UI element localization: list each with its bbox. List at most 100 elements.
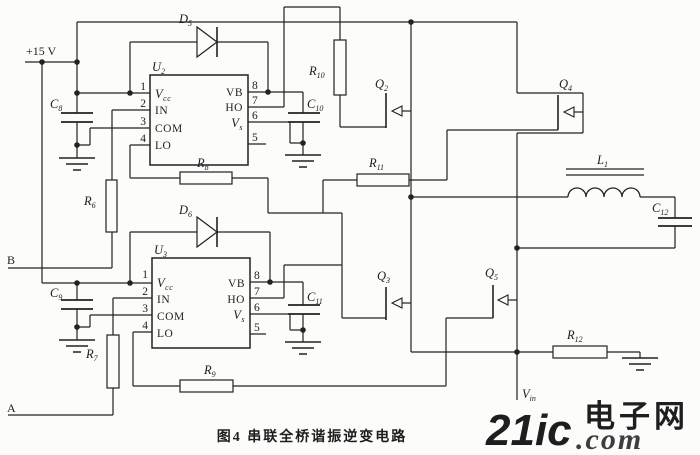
junction-dot [74, 142, 80, 148]
wire-load [411, 196, 676, 249]
junction-dot [408, 19, 414, 25]
wire-supply [25, 21, 518, 284]
pin-label-in: IN [155, 105, 168, 117]
ic-u3-label: U3 [154, 243, 167, 259]
pin-label-com: COM [155, 123, 183, 135]
pin-label-ho: HO [225, 102, 243, 114]
junction-dot [74, 324, 80, 330]
pin-number: 4 [142, 320, 148, 332]
mosfet-q2 [385, 93, 411, 128]
inductor-l1 [566, 168, 644, 198]
pin-label-in: IN [157, 294, 170, 306]
resistor-r12-label: R12 [566, 328, 583, 344]
mosfet-q3-label: Q3 [377, 269, 390, 285]
pin-number: 6 [254, 302, 260, 314]
wire-leg-b [516, 92, 641, 400]
capacitor-c10-label: C10 [307, 97, 323, 113]
junction-dot [74, 90, 80, 96]
ground-c10 [285, 154, 321, 168]
pin-label-lo: LO [155, 140, 171, 152]
pin-number: 7 [254, 286, 260, 298]
capacitors [61, 112, 692, 315]
junction-dot [514, 349, 520, 355]
ground-c8 [59, 157, 95, 171]
ic-u2-pins: 1 2 3 4 8 7 6 5 Vcc IN COM LO VB HO Vs [140, 80, 258, 152]
capacitor-c12-label: C12 [652, 201, 668, 217]
resistor-r10-label: R10 [308, 64, 325, 80]
watermark-brand: 21ic [485, 406, 572, 455]
watermark-site: 电子网 [584, 399, 689, 434]
v-in-label: Vin [522, 387, 536, 403]
input-b-label: B [7, 253, 15, 267]
watermark-com: .com [576, 423, 643, 455]
junction-dot [127, 280, 133, 286]
watermark: .com 21ic 电子网 [485, 399, 689, 455]
resistor-r10 [333, 39, 347, 96]
mosfet-q5 [492, 285, 517, 318]
pin-number: 1 [142, 269, 148, 281]
wire-r8-r11-q4gate [232, 129, 558, 214]
grounds [59, 154, 658, 371]
input-a-label: A [7, 401, 16, 415]
resistor-r11 [356, 173, 410, 187]
wire-u3-in-r7-a [8, 297, 152, 416]
pin-number: 2 [142, 286, 148, 298]
inductor-core-lines [566, 168, 644, 176]
pin-number: 4 [140, 133, 146, 145]
wire-u3-ho-q3gate [250, 213, 386, 319]
pin-label-vs: Vs [233, 308, 245, 324]
junction-dot [300, 327, 306, 333]
junction-dot [39, 59, 45, 65]
junction-dot [267, 279, 273, 285]
pin-number: 1 [140, 81, 146, 93]
resistor-r6-label: R6 [83, 194, 96, 210]
junction-dot [74, 59, 80, 65]
pin-label-lo: LO [157, 328, 173, 340]
resistor-r9-label: R9 [203, 363, 216, 379]
wire-u2-in-r6-b [8, 109, 150, 269]
resistor-r7-label: R7 [85, 347, 99, 363]
ic-u2-label: U2 [152, 60, 165, 76]
resistor-r12 [552, 345, 608, 359]
diode-d6-label: D6 [178, 203, 192, 219]
resistors [105, 39, 608, 393]
wire-u2-ho-r10 [248, 6, 386, 128]
ic-u2-box [149, 74, 249, 166]
ground-c11 [285, 341, 321, 355]
resistor-r8-label: R8 [196, 156, 209, 172]
pin-label-vcc: Vcc [157, 276, 173, 292]
pin-label-vb: VB [228, 278, 245, 290]
wire-u2-vb-c10 [248, 91, 304, 155]
wire-u3-vcc-d6 [129, 231, 271, 283]
pin-number: 2 [140, 98, 146, 110]
diode-d6 [196, 215, 218, 249]
pin-number: 3 [142, 303, 148, 315]
junction-dots [39, 19, 520, 355]
ground-c9 [59, 339, 95, 353]
junction-dot [74, 280, 80, 286]
pin-label-vs: Vs [231, 116, 243, 132]
junction-dot [300, 140, 306, 146]
ground-r12 [622, 357, 658, 371]
capacitor-c12 [658, 217, 692, 227]
capacitor-c9-label: C9 [50, 286, 62, 302]
mosfet-q4-label: Q4 [559, 77, 572, 93]
wire-u2-vcc-d5 [77, 41, 269, 94]
mosfet-q5-label: Q5 [485, 266, 498, 282]
mosfet-q4 [557, 95, 583, 130]
capacitor-c11 [288, 304, 320, 315]
wire-u3-lo-r9 [132, 331, 266, 387]
mosfets [385, 93, 583, 320]
wire-u3-com-c9 [76, 283, 152, 340]
inductor-l1-label: L1 [596, 153, 608, 169]
pin-number: 6 [252, 110, 258, 122]
wire-u2-com-c8 [76, 122, 150, 158]
resistor-r11-label: R11 [368, 156, 384, 172]
ic-u3-pins: 1 2 3 4 8 7 6 5 Vcc IN COM LO VB HO Vs [142, 269, 260, 340]
wire-leg-a [410, 22, 517, 353]
capacitor-c9 [61, 299, 93, 310]
capacitor-c11-label: C11 [307, 290, 323, 306]
resistor-r7 [106, 334, 120, 389]
